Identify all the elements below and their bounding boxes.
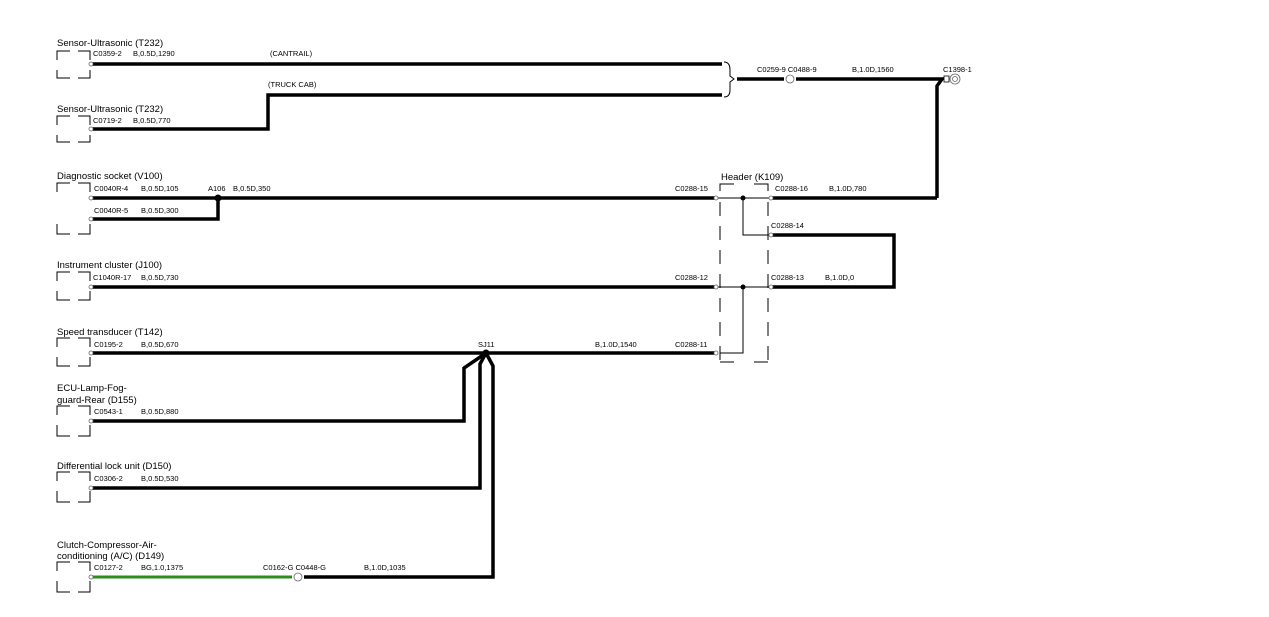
component-label: Sensor-Ultrasonic (T232) [57, 38, 163, 49]
wire-label: B,0.5D,670 [141, 340, 179, 349]
wire-ecu [91, 351, 487, 423]
component-label: ECU-Lamp-Fog- [57, 383, 127, 394]
splice-label: SJ11 [478, 340, 495, 349]
wire-label: B,0.5D,530 [141, 474, 179, 483]
inline-connector-icon [785, 74, 795, 84]
pin-label: C0288-13 [771, 273, 804, 282]
connector-label: C0195-2 [94, 340, 123, 349]
inline-connector-label: C0259-9 C0488-9 [757, 65, 817, 74]
wires [91, 61, 946, 579]
connector-label: C0306-2 [94, 474, 123, 483]
component-label: Differential lock unit (D150) [57, 461, 171, 472]
route-label: (CANTRAIL) [270, 49, 313, 58]
wire-label: B,1.0D,1540 [595, 340, 637, 349]
wire-label: B,1.0D,1035 [364, 563, 406, 572]
inline-connector-icon [293, 572, 303, 582]
wire-diag-5 [91, 198, 220, 221]
wire-difflock [91, 352, 488, 490]
wire-ac [304, 352, 495, 579]
component-boxes [56, 50, 91, 593]
splice-sj11-icon [482, 349, 490, 357]
wire-label: B,0.5D,105 [141, 184, 179, 193]
ground-label: C1398-1 [943, 65, 972, 74]
splice-a106-icon [214, 194, 222, 202]
component-label: Sensor-Ultrasonic (T232) [57, 104, 163, 115]
wire-label: BG,1.0,1375 [141, 563, 183, 572]
pins [88, 61, 961, 582]
component-label: Speed transducer (T142) [57, 327, 163, 338]
pin-label: C0288-16 [775, 184, 808, 193]
wire-label: B,0.5D,1290 [133, 49, 175, 58]
header-label: Header (K109) [721, 172, 783, 183]
connector-label: C0040R-4 [94, 184, 128, 193]
wire-label: B,0.5D,350 [233, 184, 271, 193]
wire-truck-cab [91, 93, 722, 131]
pin-label: C0288-11 [675, 340, 707, 349]
wire-label: B,1.0D,1560 [852, 65, 894, 74]
connector-label: C0359-2 [93, 49, 122, 58]
inline-connector-label: C0162-G C0448-G [263, 563, 326, 572]
splice-label: A106 [208, 184, 226, 193]
wire-14-13 [771, 233, 896, 289]
connector-label: C0719-2 [93, 116, 122, 125]
wire-label: B,0.5D,730 [141, 273, 179, 282]
wire-1560 [737, 77, 946, 198]
route-label: (TRUCK CAB) [268, 80, 317, 89]
connector-label: C0127-2 [94, 563, 123, 572]
pin-label: C0288-15 [675, 184, 708, 193]
component-label: guard-Rear (D155) [57, 395, 137, 406]
connector-label: C0040R-5 [94, 206, 128, 215]
component-label: Clutch-Compressor-Air- [57, 540, 157, 551]
component-label: conditioning (A/C) (D149) [57, 551, 164, 562]
connector-label: C0543-1 [94, 407, 123, 416]
pin-label: C0288-14 [771, 221, 804, 230]
wire-label: B,0.5D,880 [141, 407, 179, 416]
wire-label: B,1.0D,780 [829, 184, 867, 193]
component-label: Instrument cluster (J100) [57, 260, 162, 271]
pin-label: C0288-12 [675, 273, 708, 282]
wire-label: B,0.5D,770 [133, 116, 171, 125]
header-box [719, 202, 769, 362]
wire-label: B,0.5D,300 [141, 206, 179, 215]
brace [723, 61, 735, 98]
wire-label: B,1.0D,0 [825, 273, 854, 282]
component-label: Diagnostic socket (V100) [57, 171, 163, 182]
connector-label: C1040R-17 [93, 273, 131, 282]
